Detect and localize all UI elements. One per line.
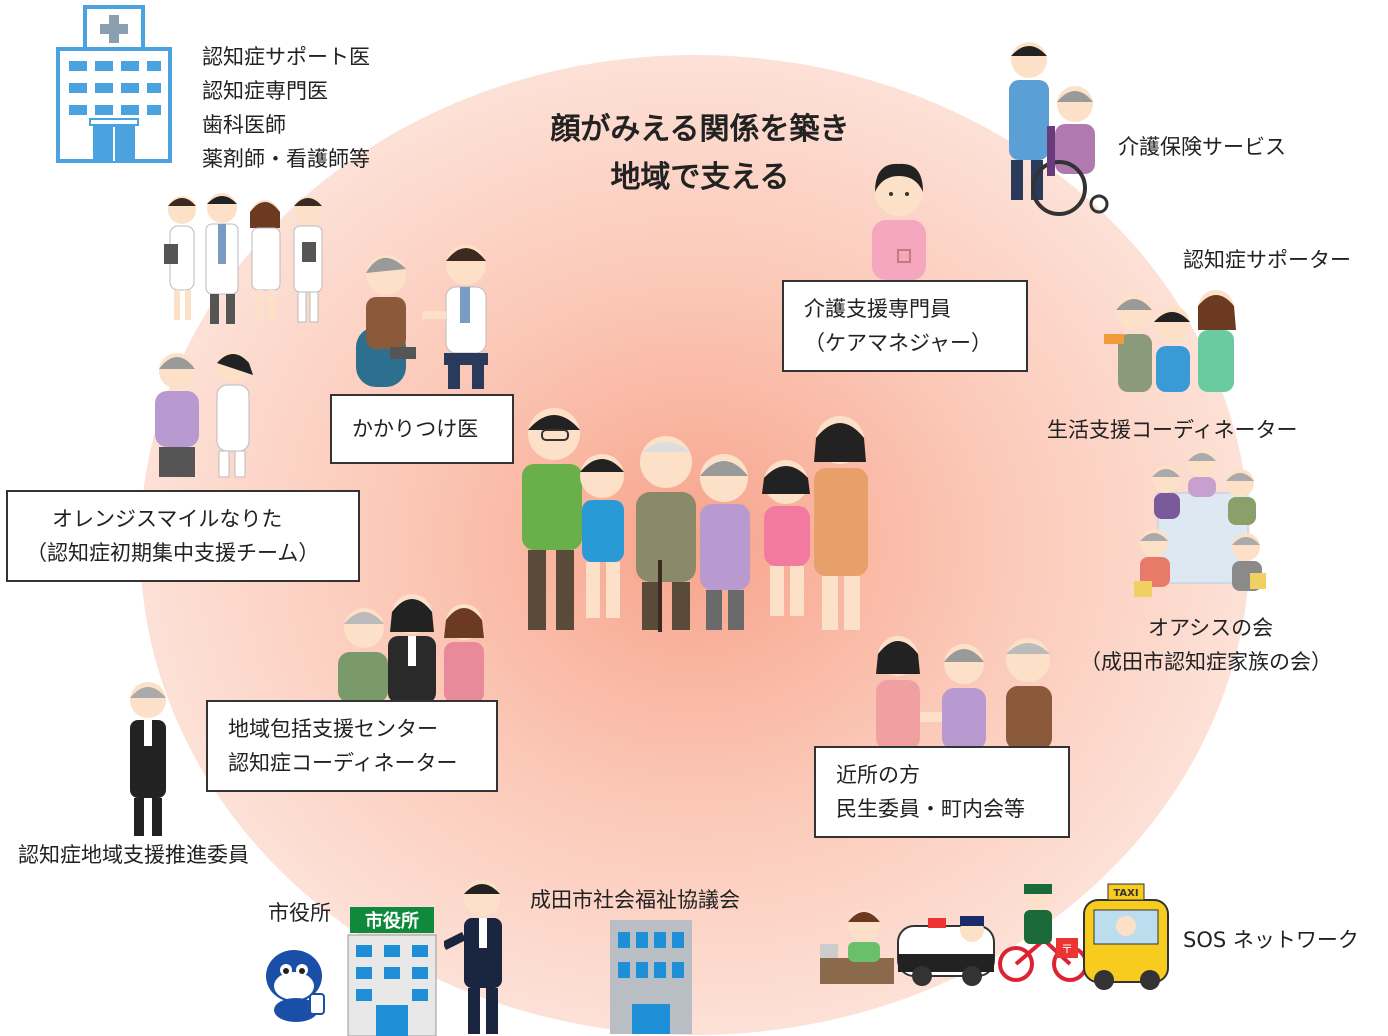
neighbors-illustration [868, 628, 1068, 750]
hospital-icon [55, 5, 185, 165]
label-seikatsu: 生活支援コーディネーター [1047, 418, 1298, 442]
label-shiyakusho: 市役所 [268, 901, 331, 925]
label-sos: SOS ネットワーク [1183, 928, 1359, 952]
box-care-manager: 介護支援専門員 （ケアマネジャー） [782, 280, 1028, 372]
care-manager-illustration [862, 158, 937, 283]
wheelchair-care-illustration [995, 38, 1115, 223]
box-care-manager-line1: 介護支援専門員 [804, 297, 951, 321]
elderly-with-nurse-illustration [145, 345, 270, 485]
box-neighbors-line2: 民生委員・町内会等 [836, 797, 1025, 821]
role-dentist: 歯科医師 [202, 113, 286, 137]
city-hall-building: 市役所 [344, 905, 440, 1036]
box-orange-line1: オレンジスマイルなりた [52, 507, 283, 531]
role-pharmacist-nurse: 薬剤師・看護師等 [202, 147, 370, 171]
label-supporter: 認知症サポーター [1183, 248, 1351, 272]
label-shakyo: 成田市社会福祉協議会 [530, 888, 740, 912]
hospital-roles: 認知症サポート医 認知症専門医 歯科医師 薬剤師・看護師等 [202, 40, 370, 176]
city-hall-sign: 市役所 [365, 910, 419, 932]
post-mark: 〒 [1061, 942, 1073, 956]
oasis-meeting-illustration [1130, 443, 1270, 603]
central-family-illustration [510, 400, 890, 636]
doctor-consultation-illustration [352, 235, 512, 395]
sos-network-illustration: 〒 TAXI [818, 880, 1173, 992]
box-care-manager-line2: （ケアマネジャー） [804, 331, 992, 355]
welfare-council-building [608, 918, 694, 1034]
role-specialist: 認知症専門医 [202, 79, 328, 103]
dementia-supporter-illustration [1098, 282, 1243, 394]
box-orange-smile: オレンジスマイルなりた （認知症初期集中支援チーム） [6, 490, 360, 582]
box-houkatsu: 地域包括支援センター 認知症コーディネーター [206, 700, 498, 792]
box-houkatsu-line1: 地域包括支援センター [228, 717, 438, 741]
label-suishin: 認知症地域支援推進委員 [18, 843, 249, 867]
city-official-illustration [444, 876, 508, 1036]
role-support-doctor: 認知症サポート医 [202, 45, 370, 69]
headline: 顔がみえる関係を築き 地域で支える [520, 106, 880, 202]
promotion-committee-member-illustration [124, 678, 172, 840]
box-kakaritsuke: かかりつけ医 [330, 394, 514, 464]
community-center-staff-illustration [330, 588, 490, 703]
label-oasis-sub: （成田市認知症家族の会） [1080, 650, 1332, 674]
taxi-sign: TAXI [1113, 888, 1138, 899]
label-kaigo-hoken: 介護保険サービス [1118, 135, 1286, 159]
box-neighbors: 近所の方 民生委員・町内会等 [814, 746, 1070, 838]
medical-staff-illustration [160, 188, 335, 328]
box-kakaritsuke-label: かかりつけ医 [352, 417, 479, 441]
headline-line2: 地域で支える [610, 160, 790, 195]
box-orange-line2: （認知症初期集中支援チーム） [26, 541, 320, 565]
label-oasis: オアシスの会 [1148, 616, 1274, 640]
box-neighbors-line1: 近所の方 [836, 763, 920, 787]
box-houkatsu-line2: 認知症コーディネーター [228, 751, 458, 775]
headline-line1: 顔がみえる関係を築き [550, 112, 850, 147]
mascot-character-illustration [258, 946, 334, 1026]
